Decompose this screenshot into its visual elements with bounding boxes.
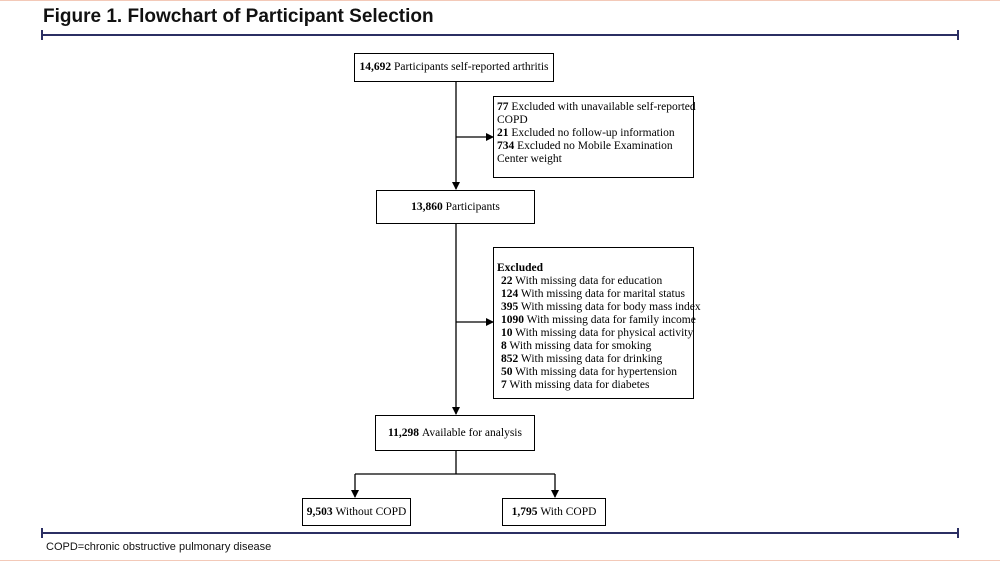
exclusion2-item: 50 With missing data for hypertension xyxy=(501,366,677,378)
without-count: 9,503 xyxy=(306,505,333,518)
figure-title: Figure 1. Flowchart of Participant Selec… xyxy=(43,6,434,27)
bottom-rule xyxy=(41,528,959,538)
analysis-label: Available for analysis xyxy=(421,426,522,439)
footnote: COPD=chronic obstructive pulmonary disea… xyxy=(46,541,272,553)
exclusion1-item: Center weight xyxy=(497,153,562,165)
start-label: Participants self-reported arthritis xyxy=(393,61,549,73)
top-border xyxy=(0,0,1000,1)
top-rule xyxy=(41,30,959,40)
analysis-count: 11,298 xyxy=(388,426,420,439)
exclusion2-item: 8 With missing data for smoking xyxy=(501,340,652,352)
analysis-box: 11,298 Available for analysis xyxy=(375,415,535,451)
mid-box: 13,860 Participants xyxy=(376,190,535,224)
mid-count: 13,860 xyxy=(411,200,443,213)
exclusion1-item: COPD xyxy=(497,114,528,126)
start-box: 14,692 Participants self-reported arthri… xyxy=(354,53,554,82)
with-count: 1,795 xyxy=(511,505,538,518)
without-copd-box: 9,503 Without COPD xyxy=(302,498,411,526)
start-count: 14,692 xyxy=(359,61,392,73)
exclusion2-item: 124 With missing data for marital status xyxy=(501,288,685,300)
with-label: With COPD xyxy=(540,505,597,518)
exclusion2-item: 1090 With missing data for family income xyxy=(501,314,696,326)
exclusion2-item: 395 With missing data for body mass inde… xyxy=(501,301,701,313)
exclusion1-item: 734 Excluded no Mobile Examination xyxy=(497,140,673,152)
exclusion1-item: 21 Excluded no follow-up information xyxy=(497,127,675,139)
with-copd-box: 1,795 With COPD xyxy=(502,498,606,526)
exclusion-box-2: Excluded 22 With missing data for educat… xyxy=(493,247,701,399)
exclusion2-item: 852 With missing data for drinking xyxy=(501,353,663,365)
exclusion2-item: 10 With missing data for physical activi… xyxy=(501,327,694,339)
mid-label: Participants xyxy=(445,200,500,213)
exclusion2-item: 7 With missing data for diabetes xyxy=(501,379,650,391)
without-label: Without COPD xyxy=(335,505,407,518)
exclusion-box-1: 77 Excluded with unavailable self-report… xyxy=(493,96,696,178)
exclusion1-item: 77 Excluded with unavailable self-report… xyxy=(497,101,696,113)
exclusion2-item: 22 With missing data for education xyxy=(501,275,663,287)
exclusion2-heading: Excluded xyxy=(497,262,544,274)
